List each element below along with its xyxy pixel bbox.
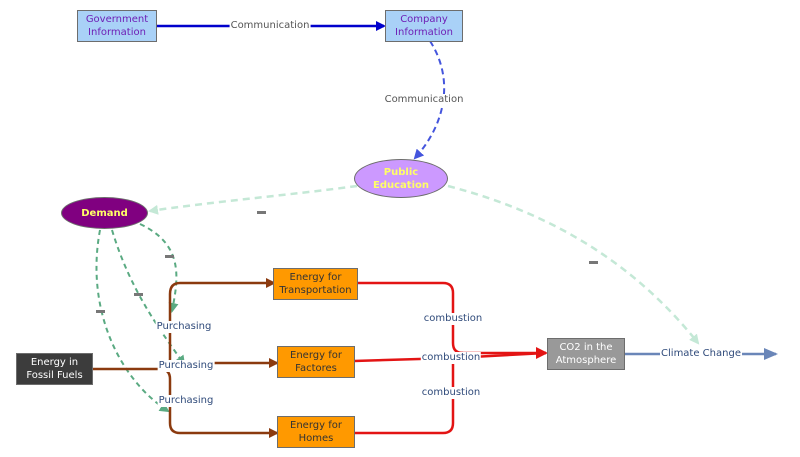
edge-label-purchasing-3: Purchasing	[157, 395, 215, 407]
node-energy-for-transportation[interactable]: Energy for Transportation	[273, 268, 358, 300]
edge-demand-to-purchasing-2	[111, 229, 186, 366]
edge-label-combustion-3: combustion	[420, 387, 482, 399]
edge-label-combustion-1: combustion	[422, 313, 484, 325]
minus-sign-education-climate	[589, 261, 598, 264]
node-energy-for-factories[interactable]: Energy for Factores	[277, 346, 355, 378]
edge-label-communication-right: Communication	[383, 94, 465, 106]
node-energy-in-fossil-fuels[interactable]: Energy in Fossil Fuels	[16, 353, 93, 385]
node-climate-change[interactable]: Climate Change	[660, 348, 742, 360]
edge-demand-to-purchasing-1	[139, 223, 179, 313]
edge-demand-to-purchasing-3	[95, 229, 170, 413]
node-energy-for-homes[interactable]: Energy for Homes	[277, 416, 355, 448]
node-government-information[interactable]: Government Information	[77, 10, 157, 42]
minus-sign-demand-purchasing-2	[134, 293, 143, 296]
minus-sign-demand-purchasing-3	[96, 310, 105, 313]
edge-label-communication-top: Communication	[229, 20, 311, 32]
minus-sign-education-demand	[257, 211, 266, 214]
edge-label-combustion-2: combustion	[420, 352, 482, 364]
node-company-information[interactable]: Company Information	[385, 10, 463, 42]
node-demand[interactable]: Demand	[61, 197, 148, 229]
minus-sign-demand-purchasing-1	[165, 255, 174, 258]
node-public-education[interactable]: Public Education	[354, 159, 448, 198]
edge-label-purchasing-2: Purchasing	[157, 360, 215, 372]
edge-education-to-demand	[148, 184, 358, 215]
edge-education-to-climate	[447, 184, 700, 345]
node-co2-in-atmosphere[interactable]: CO2 in the Atmosphere	[547, 338, 625, 370]
edge-label-purchasing-1: Purchasing	[155, 321, 213, 333]
